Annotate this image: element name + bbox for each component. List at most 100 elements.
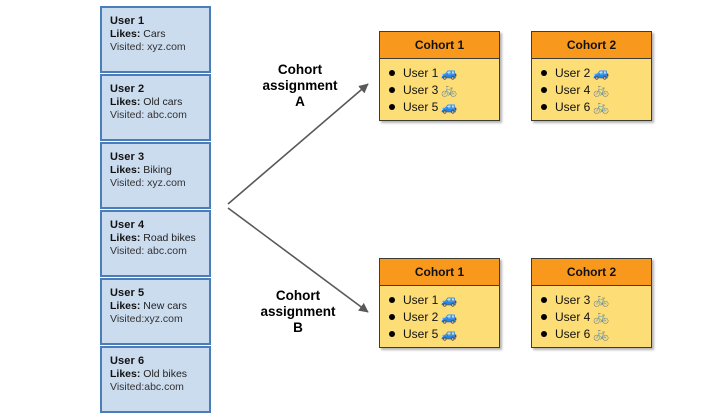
bullet-icon	[541, 103, 547, 110]
bullet-icon	[541, 69, 547, 76]
cohort-title: Cohort 2	[532, 32, 651, 59]
user-name: User 2	[110, 83, 145, 95]
likes-label: Likes:	[110, 232, 141, 245]
likes-label: Likes:	[110, 164, 141, 177]
likes-label: Likes:	[110, 300, 141, 313]
bike-icon: 🚲	[593, 82, 610, 97]
user-visited: Visited: abc.com	[110, 245, 187, 258]
member-label: User 1	[403, 65, 439, 80]
cohort-member: User 1🚙	[380, 291, 499, 308]
user-name: User 3	[110, 151, 145, 163]
member-label: User 5	[403, 326, 439, 341]
bike-icon: 🚲	[593, 99, 610, 114]
likes-value: Road bikes	[140, 232, 196, 245]
user-name: User 4	[110, 219, 145, 231]
bullet-icon	[389, 103, 395, 110]
member-label: User 4	[555, 82, 591, 97]
user-card: User 5 Likes: New cars Visited:xyz.com	[100, 278, 211, 345]
likes-value: New cars	[140, 300, 188, 313]
assignment-b-line2: assignment	[260, 303, 336, 319]
bullet-icon	[389, 330, 395, 337]
cohort-member-list: User 1🚙 User 2🚙 User 5🚙	[380, 286, 499, 347]
user-likes: Likes: Old bikes	[110, 368, 209, 381]
likes-value: Cars	[140, 28, 166, 41]
cohort-box: Cohort 1 User 1🚙 User 2🚙 User 5🚙	[379, 258, 500, 348]
cohort-member: User 4🚲	[532, 81, 651, 98]
member-label: User 4	[555, 309, 591, 324]
member-label: User 6	[555, 326, 591, 341]
bike-icon: 🚲	[441, 82, 458, 97]
cohort-member: User 3🚲	[380, 81, 499, 98]
assignment-a-line2: assignment	[262, 77, 338, 93]
member-label: User 6	[555, 99, 591, 114]
user-visited: Visited: xyz.com	[110, 177, 186, 190]
car-icon: 🚙	[441, 99, 458, 114]
user-likes: Likes: Cars	[110, 28, 209, 41]
member-label: User 3	[403, 82, 439, 97]
user-name: User 5	[110, 287, 145, 299]
user-visited: Visited: abc.com	[110, 109, 187, 122]
bike-icon: 🚲	[593, 309, 610, 324]
member-label: User 2	[403, 309, 439, 324]
likes-label: Likes:	[110, 368, 141, 381]
user-likes: Likes: New cars	[110, 300, 209, 313]
user-visited: Visited:xyz.com	[110, 313, 183, 326]
assignment-b-line1: Cohort	[275, 288, 321, 303]
user-card: User 3 Likes: Biking Visited: xyz.com	[100, 142, 211, 209]
member-label: User 2	[555, 65, 591, 80]
bullet-icon	[389, 86, 395, 93]
cohort-member: User 6🚲	[532, 325, 651, 342]
user-likes: Likes: Biking	[110, 164, 209, 177]
user-name: User 1	[110, 15, 145, 27]
likes-value: Old cars	[140, 96, 183, 109]
member-label: User 3	[555, 292, 591, 307]
cohort-title: Cohort 1	[380, 259, 499, 286]
car-icon: 🚙	[441, 65, 458, 80]
cohort-member: User 5🚙	[380, 98, 499, 115]
likes-label: Likes:	[110, 28, 141, 41]
cohort-member: User 1🚙	[380, 64, 499, 81]
user-likes: Likes: Road bikes	[110, 232, 209, 245]
user-visited: Visited: xyz.com	[110, 41, 186, 54]
cohort-member-list: User 2🚙 User 4🚲 User 6🚲	[532, 59, 651, 120]
assignment-b-label: Cohort assignment B	[238, 288, 358, 336]
cohort-box: Cohort 2 User 2🚙 User 4🚲 User 6🚲	[531, 31, 652, 121]
user-card: User 4 Likes: Road bikes Visited: abc.co…	[100, 210, 211, 277]
user-card: User 6 Likes: Old bikes Visited:abc.com	[100, 346, 211, 413]
likes-value: Old bikes	[140, 368, 188, 381]
bike-icon: 🚲	[593, 292, 610, 307]
member-label: User 1	[403, 292, 439, 307]
user-visited: Visited:abc.com	[110, 381, 184, 394]
car-icon: 🚙	[441, 309, 458, 324]
cohort-member-list: User 1🚙 User 3🚲 User 5🚙	[380, 59, 499, 120]
assignment-a-label: Cohort assignment A	[240, 62, 360, 110]
user-likes: Likes: Old cars	[110, 96, 209, 109]
cohort-box: Cohort 2 User 3🚲 User 4🚲 User 6🚲	[531, 258, 652, 348]
user-card: User 2 Likes: Old cars Visited: abc.com	[100, 74, 211, 141]
likes-value: Biking	[140, 164, 172, 177]
bullet-icon	[541, 313, 547, 320]
bullet-icon	[541, 296, 547, 303]
user-card: User 1 Likes: Cars Visited: xyz.com	[100, 6, 211, 73]
bike-icon: 🚲	[593, 326, 610, 341]
assignment-a-line3: A	[295, 93, 305, 109]
cohort-member: User 6🚲	[532, 98, 651, 115]
bullet-icon	[389, 296, 395, 303]
assignment-a-line1: Cohort	[277, 62, 323, 77]
bullet-icon	[389, 69, 395, 76]
cohort-title: Cohort 2	[532, 259, 651, 286]
cohort-member: User 4🚲	[532, 308, 651, 325]
cohort-member: User 2🚙	[380, 308, 499, 325]
cohort-title: Cohort 1	[380, 32, 499, 59]
cohort-box: Cohort 1 User 1🚙 User 3🚲 User 5🚙	[379, 31, 500, 121]
car-icon: 🚙	[441, 292, 458, 307]
car-icon: 🚙	[593, 65, 610, 80]
bullet-icon	[541, 86, 547, 93]
cohort-member: User 3🚲	[532, 291, 651, 308]
assignment-b-line3: B	[293, 319, 303, 335]
bullet-icon	[541, 330, 547, 337]
user-name: User 6	[110, 355, 145, 367]
bullet-icon	[389, 313, 395, 320]
cohort-member: User 2🚙	[532, 64, 651, 81]
